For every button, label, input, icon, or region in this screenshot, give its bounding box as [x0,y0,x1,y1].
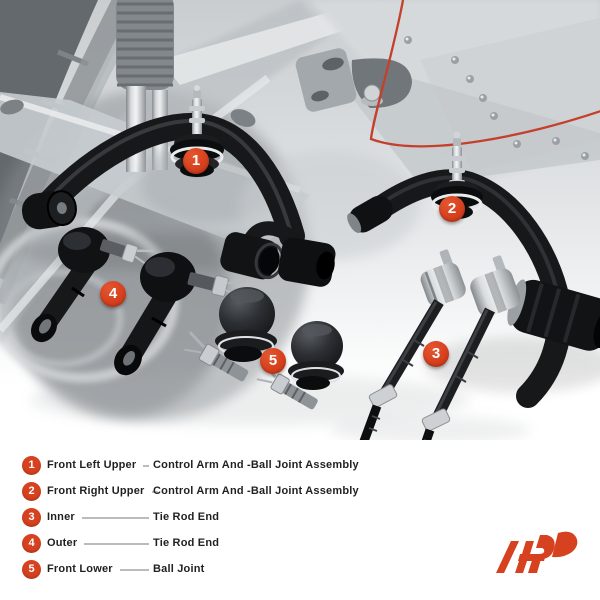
legend-row: 2 Front Right Upper Control Arm And -Bal… [0,478,600,504]
panel-bolts [404,36,589,160]
legend-item-name: Outer [47,537,78,549]
legend-row: 4 Outer Tie Rod End [0,530,600,556]
legend-number-badge: 2 [22,481,41,501]
legend-item-name: Inner [47,511,75,523]
frame-tube [160,12,345,85]
legend-item-name: Front Lower [47,563,113,575]
legend-connector-line [81,516,149,519]
ball-joint [256,321,344,410]
callout-number: 2 [447,200,457,217]
callout-marker-5: 5 [260,348,286,374]
legend-number-badge: 5 [22,559,41,579]
callout-marker-2: 2 [439,196,465,222]
rail-hole [0,99,24,115]
background-chassis [0,0,600,440]
legend-item-part: Ball Joint [153,563,205,575]
legend-item-part: Control Arm And -Ball Joint Assembly [153,459,359,471]
ground-shadow [30,374,470,426]
inner-tie-rod [359,249,466,440]
legend-row: 3 Inner Tie Rod End [0,504,600,530]
part-lower-ball-joints [184,287,344,410]
frame-diagonal [0,0,330,345]
callout-number: 1 [191,152,201,169]
part-outer-tie-rod-ends [30,227,246,376]
callout-marker-1: 1 [183,148,209,174]
legend: 1 Front Left Upper Control Arm And -Ball… [0,452,600,582]
shock-absorber [116,0,174,172]
legend-connector-line [119,568,149,571]
hex-bolt [363,84,381,102]
rail-hole [230,109,256,127]
ball-joint [184,287,277,382]
legend-row: 5 Front Lower Ball Joint [0,556,600,582]
legend-connector-line [143,464,150,467]
bracket-hole [311,90,329,102]
legend-item-part: Control Arm And -Ball Joint Assembly [153,485,359,497]
tire [0,0,98,245]
magnifier-arc [369,0,600,148]
callout-marker-3: 3 [423,341,449,367]
callout-number: 4 [108,285,118,302]
legend-row: 1 Front Left Upper Control Arm And -Ball… [0,452,600,478]
photo-scene [0,0,600,440]
outer-tie-rod [114,252,246,376]
callout-number: 5 [268,352,278,369]
legend-number-badge: 4 [22,533,41,553]
callout-marker-4: 4 [100,281,126,307]
legend-item-name: Front Right Upper [47,485,145,497]
callout-number: 3 [431,345,441,362]
legend-item-name: Front Left Upper [47,459,137,471]
outer-tie-rod [30,227,154,343]
legend-number-badge: 1 [22,455,41,475]
inner-tie-rod [421,255,521,440]
part-inner-tie-rod-ends [359,249,521,440]
legend-connector-line [151,490,158,493]
legend-number-badge: 3 [22,507,41,527]
bracket-hole [322,57,344,71]
legend-item-part: Tie Rod End [153,537,220,549]
legend-connector-line [84,542,149,545]
legend-item-part: Tie Rod End [153,511,220,523]
a-premium-logo-icon [496,531,578,573]
